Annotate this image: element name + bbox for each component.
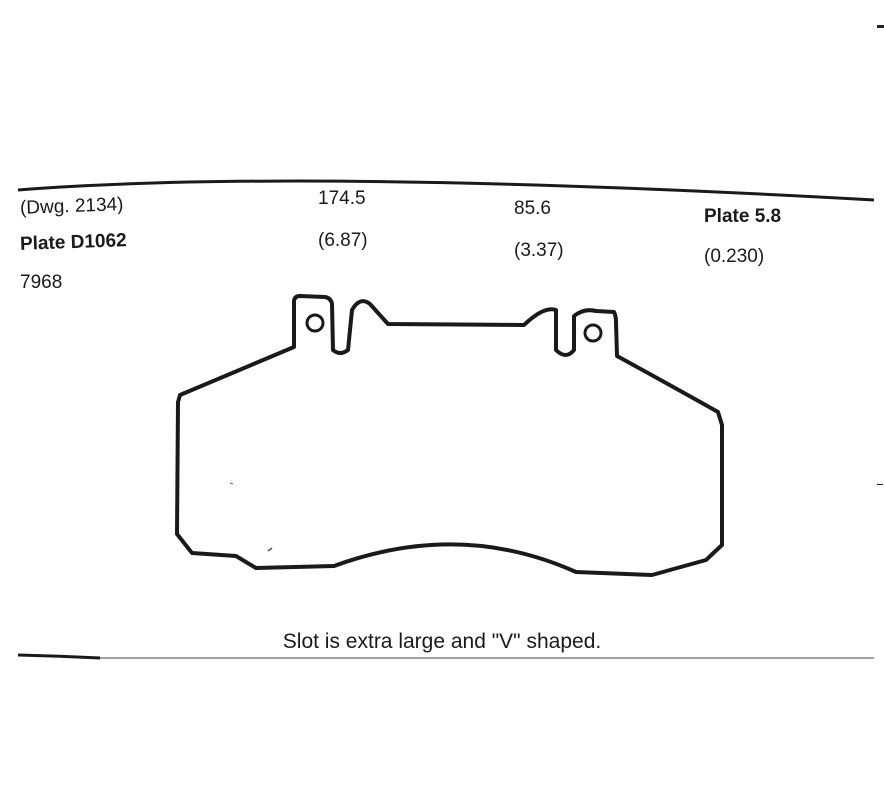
height-in: (3.37) xyxy=(514,240,564,261)
mounting-hole-left xyxy=(305,313,325,333)
bottom-rule-left xyxy=(17,653,101,660)
part-number: 7968 xyxy=(20,272,63,293)
height-mm: 85.6 xyxy=(514,198,551,219)
speck-mark-2 xyxy=(229,482,234,485)
length-mm: 174.5 xyxy=(318,188,366,209)
edge-mark-mid xyxy=(877,484,883,485)
length-in: (6.87) xyxy=(318,230,368,251)
edge-mark-top xyxy=(877,25,884,28)
caption-note: Slot is extra large and "V" shaped. xyxy=(282,630,602,653)
plate-thickness-in: (0.230) xyxy=(704,246,765,267)
brake-pad-outline xyxy=(175,294,724,577)
speck-mark xyxy=(267,547,273,552)
plate-thickness-mm: Plate 5.8 xyxy=(704,206,782,227)
mounting-hole-right xyxy=(583,323,603,343)
